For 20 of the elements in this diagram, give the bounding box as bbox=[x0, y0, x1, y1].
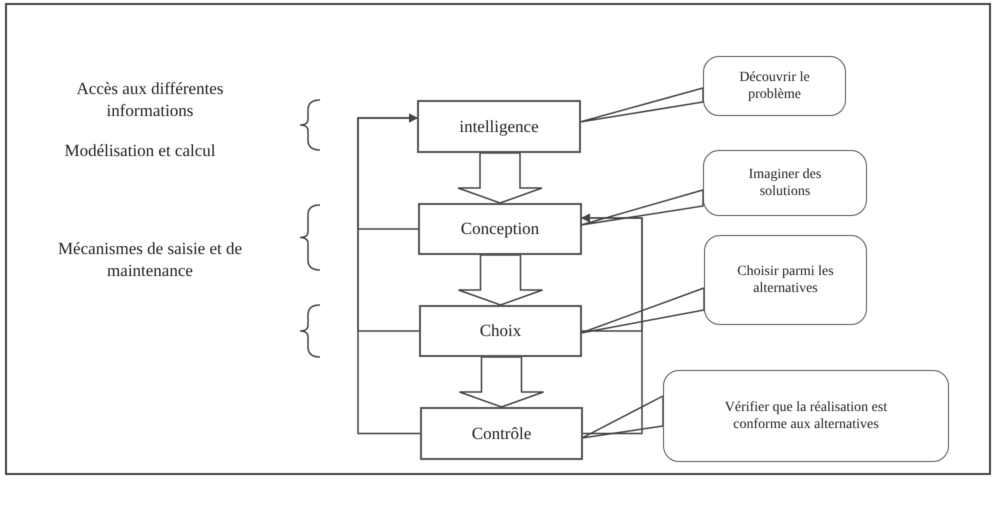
speech-bubble: Imaginer des solutions bbox=[703, 150, 867, 216]
speech-bubble: Découvrir le problème bbox=[703, 56, 846, 116]
block-arrow bbox=[457, 152, 543, 204]
callout-tail bbox=[580, 286, 705, 334]
block-arrow bbox=[458, 356, 544, 408]
process-box: Choix bbox=[419, 305, 582, 357]
side-note: Mécanismes de saisie et de maintenance bbox=[56, 238, 244, 282]
speech-bubble: Vérifier que la réalisation est conforme aux alternatives bbox=[663, 370, 949, 462]
callout-tail bbox=[581, 394, 664, 439]
side-note: Accès aux différentes informations bbox=[76, 78, 224, 122]
side-note: Modélisation et calcul bbox=[63, 140, 217, 162]
process-box: intelligence bbox=[417, 100, 581, 153]
block-arrow bbox=[458, 254, 544, 306]
callout-tail bbox=[579, 87, 704, 123]
callout-tail bbox=[580, 189, 704, 226]
speech-bubble: Choisir parmi les alternatives bbox=[704, 235, 867, 325]
arrow bbox=[357, 114, 420, 434]
process-box: Contrôle bbox=[420, 407, 583, 460]
arrow bbox=[581, 214, 643, 434]
process-box: Conception bbox=[418, 203, 582, 255]
